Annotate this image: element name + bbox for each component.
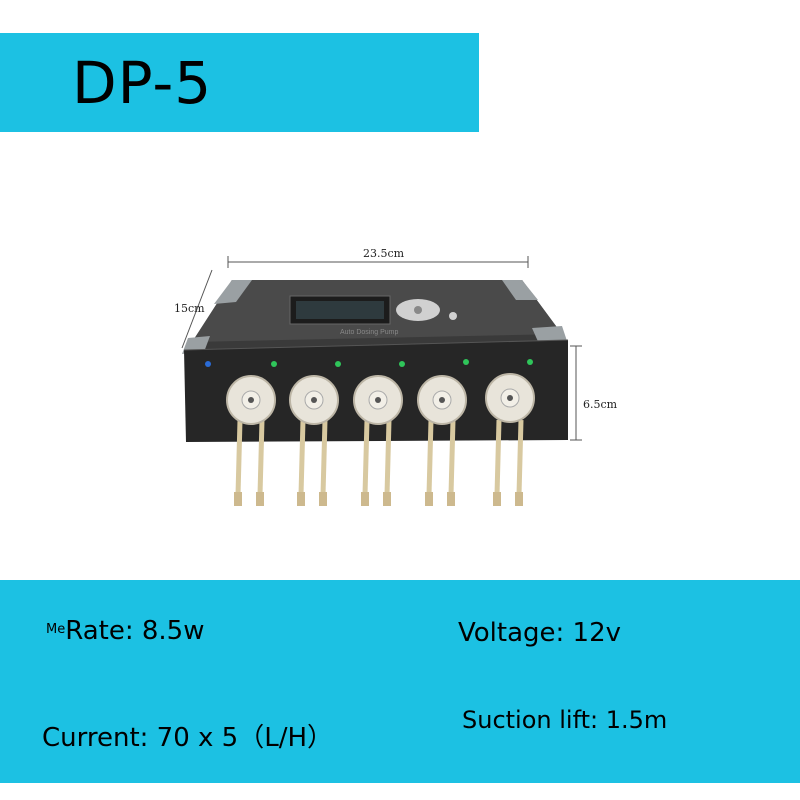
depth-dimension-label: 15cm bbox=[174, 302, 205, 315]
spec-suction-lift: Suction lift: 1.5m bbox=[462, 706, 668, 734]
product-title: DP-5 bbox=[72, 49, 213, 117]
svg-text:Auto Dosing Pump: Auto Dosing Pump bbox=[340, 329, 398, 336]
product-photo: Auto Dosing Pump bbox=[170, 230, 640, 530]
spec-rate-text: Rate: 8.5w bbox=[65, 616, 205, 646]
spec-rate: MeRate: 8.5w bbox=[46, 616, 204, 646]
width-dimension-label: 23.5cm bbox=[363, 247, 405, 260]
title-banner: DP-5 bbox=[0, 33, 479, 132]
spec-current: Current: 70 x 5（L/H） bbox=[42, 723, 334, 753]
spec-rate-prefix: Me bbox=[46, 622, 66, 637]
dosing-pump-illustration: Auto Dosing Pump bbox=[181, 256, 582, 506]
height-dimension-label: 6.5cm bbox=[583, 398, 618, 411]
specs-panel: MeRate: 8.5w Voltage: 12v Current: 70 x … bbox=[0, 580, 800, 783]
spec-voltage: Voltage: 12v bbox=[458, 618, 622, 648]
